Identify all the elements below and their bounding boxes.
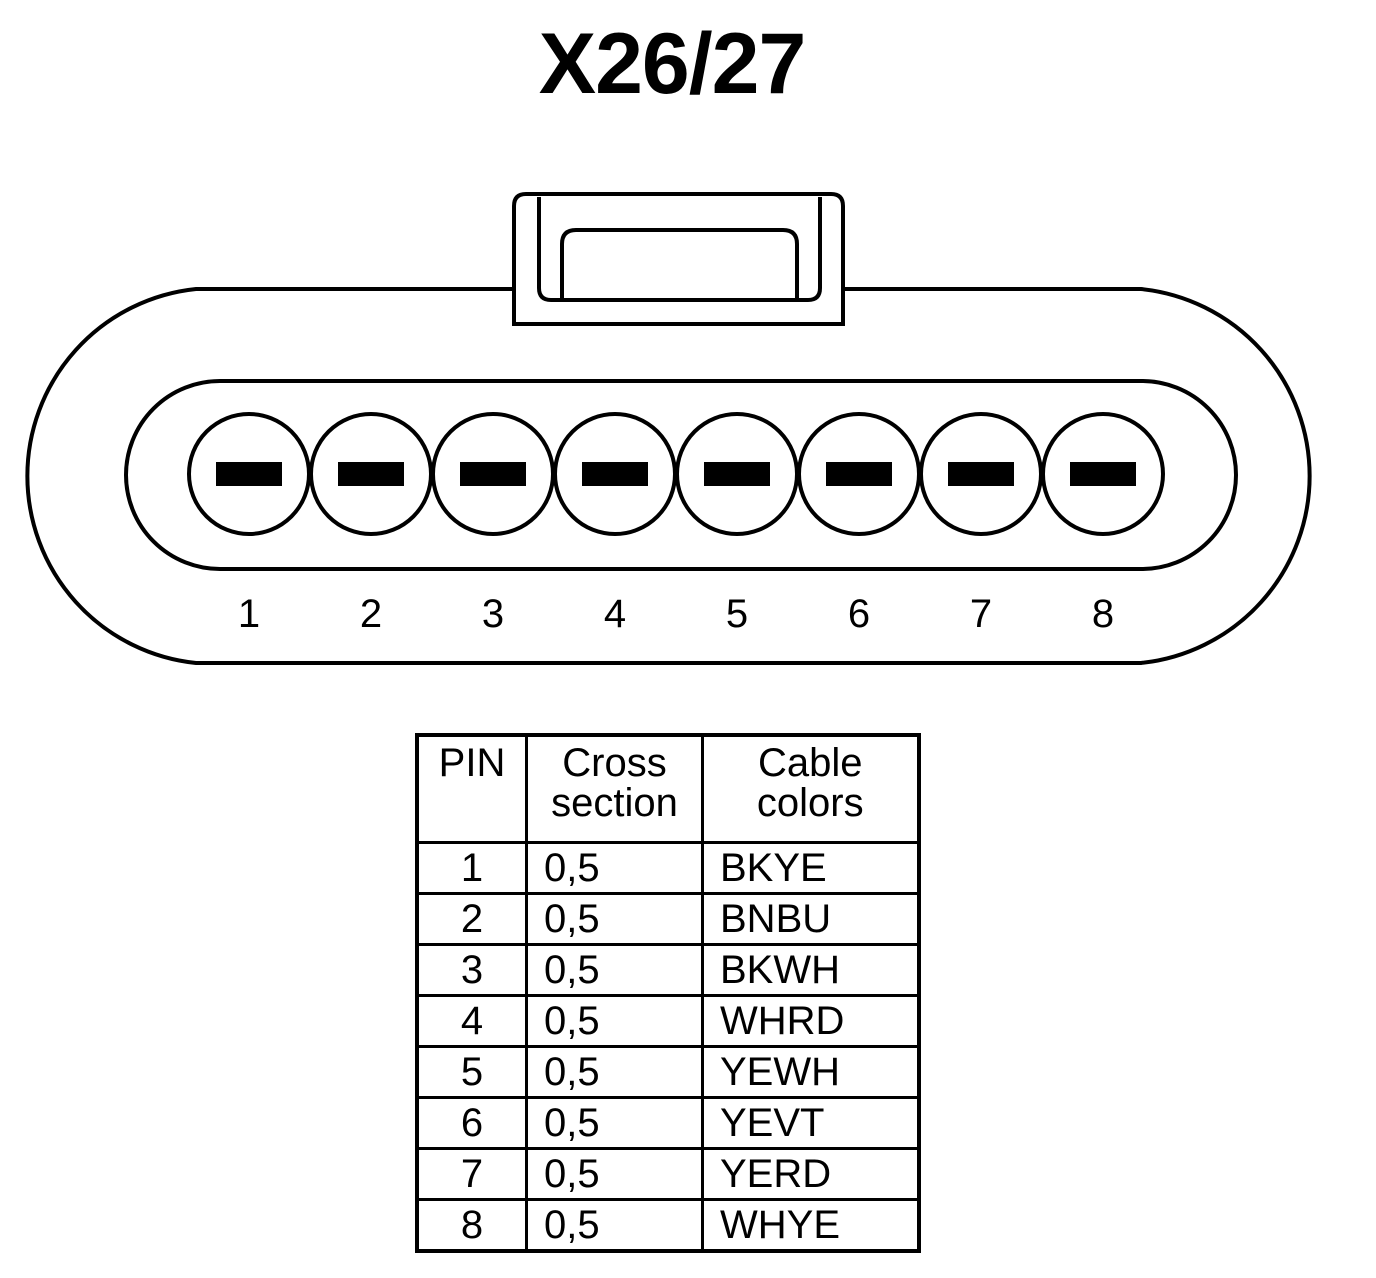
pin-contact [216, 462, 282, 486]
pin-number: 1 [238, 592, 260, 636]
pin-socket: 8 [1041, 412, 1165, 636]
cell-pin: 1 [415, 841, 528, 895]
pin-socket: 5 [675, 412, 799, 636]
cell-pin: 3 [415, 943, 528, 997]
cell-pin: 6 [415, 1096, 528, 1150]
cell-cable-color: BKYE [701, 841, 920, 895]
pin-number: 6 [848, 592, 870, 636]
cell-cable-color: WHRD [701, 994, 920, 1048]
pin-contact [460, 462, 526, 486]
connector-title: X26/27 [538, 16, 807, 112]
pin-contact [338, 462, 404, 486]
pin-socket: 7 [919, 412, 1043, 636]
cell-cable-color: YEWH [701, 1045, 920, 1099]
cell-pin: 5 [415, 1045, 528, 1099]
pin-socket: 3 [431, 412, 555, 636]
cell-cross-section: 0,5 [525, 1198, 704, 1253]
cell-pin: 4 [415, 994, 528, 1048]
cell-cross-section: 0,5 [525, 994, 704, 1048]
cell-cable-color: WHYE [701, 1198, 920, 1253]
pin-contact [582, 462, 648, 486]
pin-socket: 1 [187, 412, 311, 636]
pin-contact [1070, 462, 1136, 486]
cell-cross-section: 0,5 [525, 1045, 704, 1099]
pin-number: 5 [726, 592, 748, 636]
pin-table-header: PIN Cross section Cable colors [415, 733, 920, 844]
cell-cross-section: 0,5 [525, 1147, 704, 1201]
pin-number: 4 [604, 592, 626, 636]
pin-number: 8 [1092, 592, 1114, 636]
pin-pocket [124, 379, 1238, 571]
pin-socket: 4 [553, 412, 677, 636]
cell-cross-section: 0,5 [525, 943, 704, 997]
cell-cable-color: BNBU [701, 892, 920, 946]
cell-cable-color: BKWH [701, 943, 920, 997]
pin-contact [826, 462, 892, 486]
cell-pin: 8 [415, 1198, 528, 1253]
connector-diagram: 1 2 3 4 5 6 7 8 [25, 192, 1312, 665]
cell-cross-section: 0,5 [525, 1096, 704, 1150]
latch [512, 192, 845, 326]
pin-number: 2 [360, 592, 382, 636]
pin-number: 7 [970, 592, 992, 636]
pin-contact [704, 462, 770, 486]
cell-cable-color: YEVT [701, 1096, 920, 1150]
cell-cable-color: YERD [701, 1147, 920, 1201]
pin-contact [948, 462, 1014, 486]
pin-socket: 6 [797, 412, 921, 636]
header-cable-colors: Cable colors [701, 733, 920, 844]
cell-pin: 7 [415, 1147, 528, 1201]
connector-housing [25, 287, 1312, 665]
cell-pin: 2 [415, 892, 528, 946]
header-cross-section: Cross section [525, 733, 704, 844]
pin-socket: 2 [309, 412, 433, 636]
header-pin: PIN [415, 733, 528, 844]
cell-cross-section: 0,5 [525, 892, 704, 946]
pin-number: 3 [482, 592, 504, 636]
cell-cross-section: 0,5 [525, 841, 704, 895]
